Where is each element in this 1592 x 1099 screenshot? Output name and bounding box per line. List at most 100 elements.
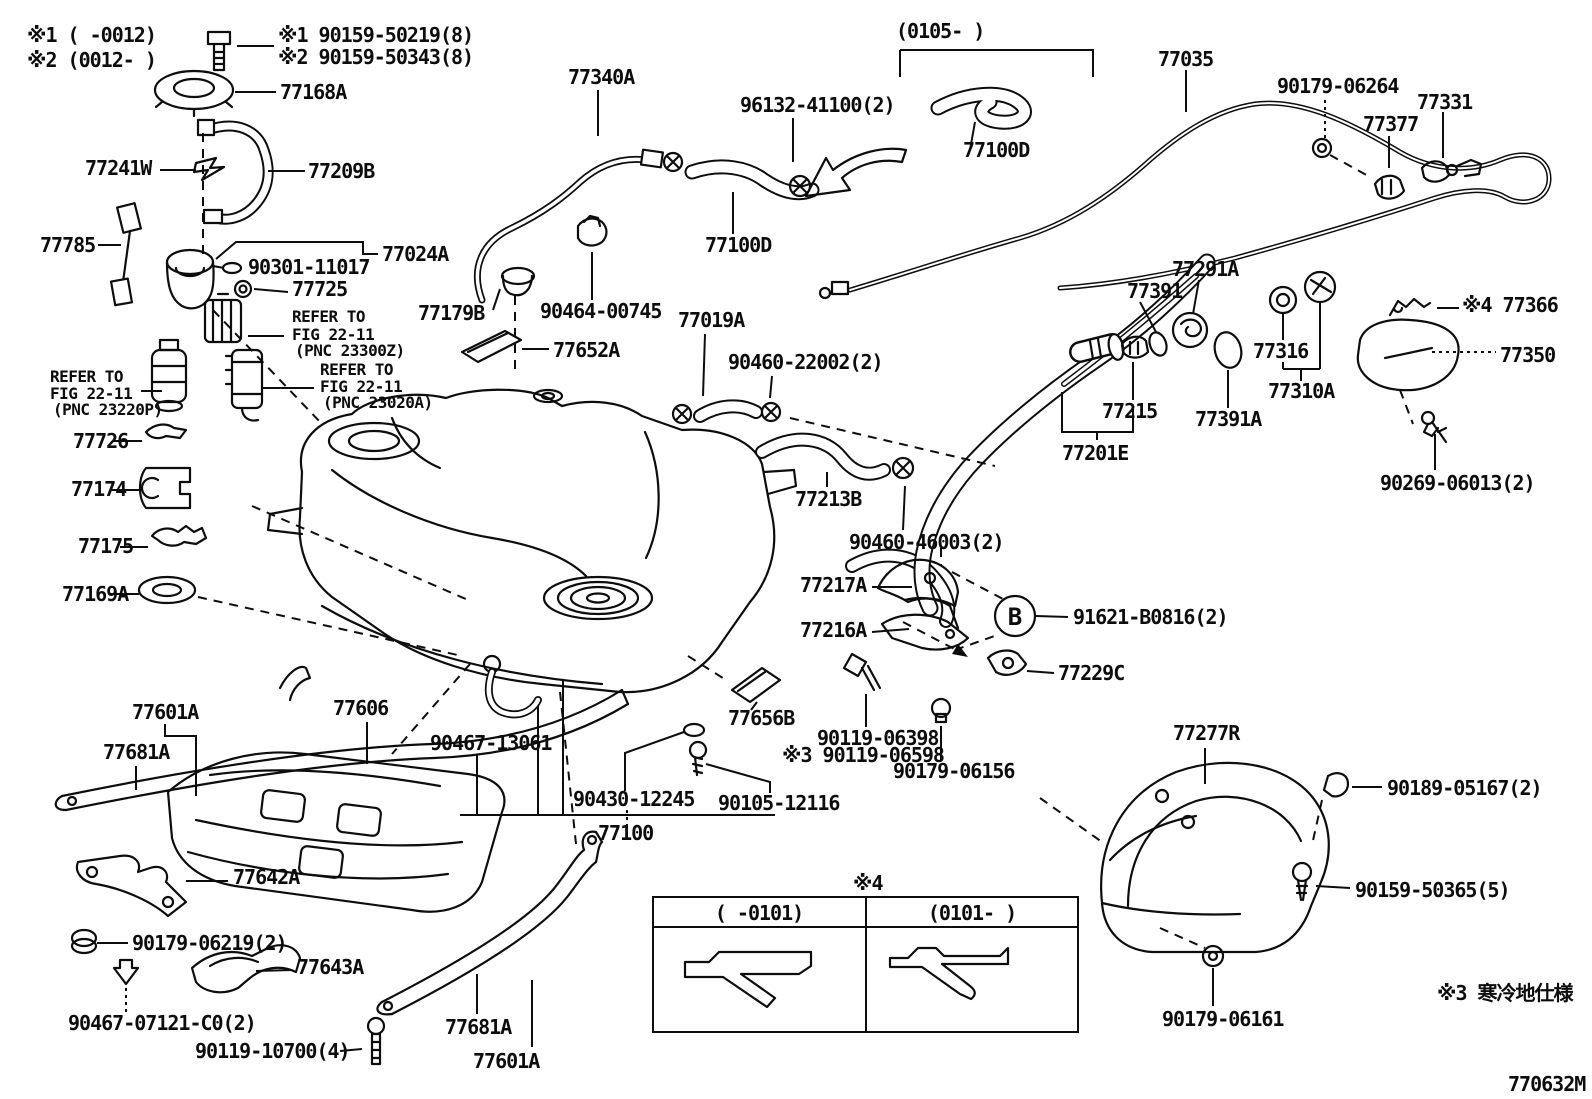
label-77201E: 77201E bbox=[1062, 441, 1128, 465]
tank-band-bracket-drawing bbox=[842, 558, 1037, 724]
label-77350: 77350 bbox=[1500, 343, 1555, 367]
note-cold-spec: ※3 寒冷地仕様 bbox=[1437, 981, 1575, 1005]
label-77726: 77726 bbox=[73, 429, 128, 453]
label-77606: 77606 bbox=[333, 696, 388, 720]
label-77656B: 77656B bbox=[728, 706, 795, 730]
refer-23020a-line3: (PNC 23020A) bbox=[323, 393, 433, 412]
label-77019A: 77019A bbox=[678, 308, 745, 332]
refer-23220p-line1: REFER TO bbox=[50, 367, 123, 386]
table-col-left: ( -0101) bbox=[715, 901, 803, 925]
refer-23220p-line3: (PNC 23220P) bbox=[53, 400, 163, 419]
label-90159-50343: ※2 90159-50343(8) bbox=[278, 45, 473, 69]
filler-pipe-drawing bbox=[913, 253, 1337, 617]
label-77316: 77316 bbox=[1253, 339, 1308, 363]
label-90464-00745: 90464-00745 bbox=[540, 299, 661, 323]
label-77241W: 77241W bbox=[85, 156, 153, 180]
label-77229C: 77229C bbox=[1058, 661, 1124, 685]
label-77291A: 77291A bbox=[1172, 257, 1239, 281]
label-90269-06013: 90269-06013(2) bbox=[1380, 471, 1535, 495]
tank-strap-rear-drawing bbox=[376, 830, 604, 1016]
tank-strap-front-drawing bbox=[54, 665, 630, 812]
label-90460-46003: 90460-46003(2) bbox=[849, 530, 1004, 554]
label-77391: 77391 bbox=[1127, 279, 1183, 303]
refer-23300z-line2: FIG 22-11 bbox=[292, 325, 374, 344]
hoses-and-tubes-drawing bbox=[474, 86, 1552, 628]
fuel-tank-drawing bbox=[266, 388, 798, 694]
label-96132-41100: 96132-41100(2) bbox=[740, 93, 895, 117]
label-77601A-right: 77601A bbox=[473, 1049, 540, 1073]
label-90467-07121: 90467-07121-C0(2) bbox=[68, 1011, 256, 1035]
label-90159-50365: 90159-50365(5) bbox=[1355, 878, 1510, 902]
label-90430-12245: 90430-12245 bbox=[573, 787, 694, 811]
label-77681A-right: 77681A bbox=[445, 1015, 512, 1039]
underbody-protector-drawing bbox=[166, 751, 506, 913]
hidden-construction-lines bbox=[197, 133, 1414, 949]
label-90105-12116: 90105-12116 bbox=[718, 791, 839, 815]
fender-liner-drawing bbox=[1100, 761, 1350, 968]
label-77216A: 77216A bbox=[800, 618, 867, 642]
label-90159-50219: ※1 90159-50219(8) bbox=[278, 23, 473, 47]
tank-cap-and-pads-drawing bbox=[460, 214, 782, 777]
label-77642A: 77642A bbox=[233, 865, 300, 889]
label-77175: 77175 bbox=[78, 534, 133, 558]
refer-23020a-line2: FIG 22-11 bbox=[320, 377, 402, 396]
label-90460-22002: 90460-22002(2) bbox=[728, 350, 883, 374]
label-90119-10700: 90119-10700(4) bbox=[195, 1039, 350, 1063]
note-4: ※4 bbox=[853, 871, 883, 895]
label-77213B: 77213B bbox=[795, 487, 862, 511]
label-77169A: 77169A bbox=[62, 582, 129, 606]
dashed-arrowhead bbox=[952, 644, 968, 657]
figure-code: 770632M bbox=[1508, 1072, 1586, 1096]
note-2: ※2 (0012- ) bbox=[27, 48, 156, 72]
label-77681A-left: 77681A bbox=[103, 740, 170, 764]
table-col-right: (0101- ) bbox=[928, 901, 1016, 925]
pipe-clamps-top-right-drawing bbox=[1311, 137, 1483, 200]
fuel-pump-assembly-drawing bbox=[109, 30, 274, 605]
refer-23220p-line2: FIG 22-11 bbox=[50, 384, 132, 403]
label-77725: 77725 bbox=[292, 277, 347, 301]
label-77652A: 77652A bbox=[553, 338, 620, 362]
label-77331: 77331 bbox=[1417, 90, 1473, 114]
label-90179-06156: 90179-06156 bbox=[893, 759, 1014, 783]
label-77168A: 77168A bbox=[280, 80, 347, 104]
label-77209B: 77209B bbox=[308, 159, 375, 183]
fuel-filler-door-drawing bbox=[1356, 297, 1460, 444]
label-77100: 77100 bbox=[598, 821, 653, 845]
label-77785: 77785 bbox=[40, 233, 95, 257]
label-77310A: 77310A bbox=[1268, 379, 1335, 403]
label-77215: 77215 bbox=[1102, 399, 1157, 423]
direction-arrow-icon bbox=[804, 147, 908, 198]
label-90179-06161: 90179-06161 bbox=[1162, 1007, 1284, 1031]
callout-b: B bbox=[1008, 603, 1022, 631]
label-77366: ※4 77366 bbox=[1462, 293, 1558, 317]
leader-lines bbox=[97, 45, 1496, 1052]
refer-23300z-line3: (PNC 23300Z) bbox=[295, 341, 405, 360]
label-77340A: 77340A bbox=[568, 65, 635, 89]
label-90467-13061: 90467-13061 bbox=[430, 731, 552, 755]
label-77217A: 77217A bbox=[800, 573, 867, 597]
note-1: ※1 ( -0012) bbox=[27, 23, 156, 47]
text-labels: ※1 ( -0012) ※2 (0012- ) ※1 90159-50219(8… bbox=[27, 19, 1587, 1096]
label-90189-05167: 90189-05167(2) bbox=[1387, 776, 1542, 800]
strap-brackets-and-bolts-drawing bbox=[70, 654, 542, 1066]
label-77035: 77035 bbox=[1158, 47, 1213, 71]
label-90119-06398: 90119-06398 bbox=[817, 726, 938, 750]
label-77601A-left: 77601A bbox=[132, 700, 199, 724]
label-77174: 77174 bbox=[71, 477, 127, 501]
note-0105: (0105- ) bbox=[896, 19, 984, 43]
label-77100D-center: 77100D bbox=[705, 233, 772, 257]
refer-23300z-line1: REFER TO bbox=[292, 307, 365, 326]
refer-23020a-line1: REFER TO bbox=[320, 360, 393, 379]
label-77100D-right: 77100D bbox=[963, 138, 1030, 162]
label-77179B: 77179B bbox=[418, 301, 485, 325]
label-77391A: 77391A bbox=[1195, 407, 1262, 431]
label-91621-B0816: 91621-B0816(2) bbox=[1073, 605, 1228, 629]
label-90179-06219: 90179-06219(2) bbox=[132, 931, 287, 955]
label-77643A: 77643A bbox=[297, 955, 364, 979]
label-77277R: 77277R bbox=[1173, 721, 1241, 745]
label-77377: 77377 bbox=[1363, 112, 1418, 136]
label-90119-06598: ※3 90119-06598 bbox=[782, 743, 944, 767]
label-90301-11017: 90301-11017 bbox=[248, 255, 369, 279]
